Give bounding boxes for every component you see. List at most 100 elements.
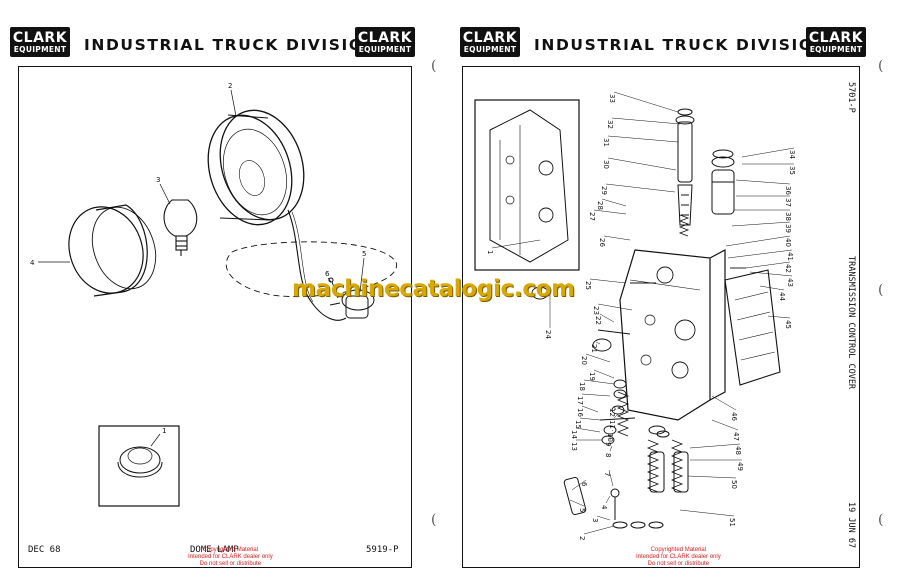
callout-48: 48	[734, 446, 742, 455]
callout-2: 2	[228, 82, 232, 90]
callout-4: 4	[600, 505, 608, 510]
callout-42: 42	[784, 264, 792, 273]
leader-line-5	[569, 499, 585, 507]
copyright-notice: Copyrighted Material Intended for CLARK …	[636, 547, 721, 567]
leader-line-48	[689, 443, 741, 449]
callout-39: 39	[784, 224, 792, 233]
leader-line-1	[491, 239, 541, 249]
callout-22: 22	[594, 316, 602, 325]
callout-12: 12	[608, 408, 616, 417]
callout-41: 41	[786, 252, 794, 261]
inset-valve-body	[474, 99, 580, 271]
leader-line-16	[581, 405, 599, 413]
clark-logo: CLARK EQUIPMENT	[460, 27, 520, 57]
leader-line-11	[613, 413, 619, 419]
callout-9: 9	[604, 442, 612, 446]
callout-6: 6	[580, 482, 588, 487]
callout-10: 10	[606, 433, 614, 442]
leader-line-42	[745, 261, 791, 269]
leader-line-10	[611, 429, 614, 432]
watermark: machinecatalogic.com	[292, 276, 575, 302]
leader-line-43	[749, 271, 793, 277]
callout-20: 20	[580, 356, 588, 365]
footer-date: DEC 68	[28, 545, 61, 555]
callout-47: 47	[732, 432, 740, 441]
leader-line-7	[608, 469, 614, 487]
callout-18: 18	[578, 382, 586, 391]
leader-line-17	[581, 393, 611, 397]
footer-page-number: 5919-P	[366, 545, 399, 555]
leader-line-36	[735, 179, 791, 185]
punch-hole-mark: (	[431, 282, 437, 298]
leader-line-34	[741, 147, 795, 158]
callout-36: 36	[784, 186, 792, 195]
leader-line-31	[607, 135, 679, 143]
leader-line-8	[609, 445, 613, 452]
callout-38: 38	[784, 212, 792, 221]
lower-springs	[616, 214, 690, 493]
leader-line-2	[583, 525, 615, 535]
callout-11: 11	[608, 420, 616, 429]
bottom-parts	[563, 425, 689, 529]
callout-35: 35	[788, 166, 796, 175]
leader-line-30	[607, 157, 677, 171]
callout-15: 15	[574, 420, 582, 429]
upper-spool-stack	[675, 108, 695, 226]
punch-hole-mark: (	[878, 58, 884, 74]
leader-line-4	[605, 495, 611, 504]
callout-19: 19	[588, 372, 596, 381]
leader-line-6	[571, 479, 587, 491]
callout-13: 13	[570, 442, 578, 451]
drawing-frame	[18, 66, 412, 568]
callout-3: 3	[591, 518, 599, 522]
leader-line-20	[585, 353, 611, 363]
lamp-housing	[207, 109, 305, 226]
lamp-bulb	[163, 199, 198, 256]
leader-line-3	[596, 515, 611, 521]
leader-line-51	[679, 509, 735, 517]
leader-line-47	[711, 419, 739, 431]
callout-33: 33	[608, 94, 616, 103]
dome-lamp-exploded-diagram: 1 2 3 4 5 6	[30, 82, 397, 507]
leader-line-14	[575, 427, 601, 433]
callout-29: 29	[600, 186, 608, 195]
leader-line-50	[687, 475, 737, 479]
leader-line-12	[613, 405, 617, 411]
callout-4: 4	[30, 259, 35, 267]
callout-25: 25	[584, 281, 592, 290]
leader-line-46	[711, 395, 737, 411]
callout-7: 7	[603, 472, 611, 476]
right-catalog-page: CLARK EQUIPMENT INDUSTRIAL TRUCK DIVISIO…	[450, 0, 900, 584]
leader-line-27	[593, 209, 627, 215]
leader-line-41	[727, 249, 793, 259]
callout-5: 5	[362, 250, 366, 258]
mount-outline	[225, 241, 397, 298]
clark-logo: CLARK EQUIPMENT	[10, 27, 70, 57]
punch-hole-mark: (	[431, 58, 437, 74]
right-callouts: 1234567891011121314151617181920212223242…	[486, 94, 796, 540]
punch-hole-mark: (	[878, 512, 884, 528]
clark-logo: CLARK EQUIPMENT	[355, 27, 415, 57]
leader-line-33	[613, 91, 679, 113]
leader-line-26	[603, 235, 631, 241]
callout-51: 51	[728, 518, 736, 527]
leader-line-28	[601, 198, 627, 207]
transmission-control-cover-exploded-diagram: 1234567891011121314151617181920212223242…	[474, 91, 796, 540]
leader-line-44	[759, 285, 785, 291]
leader-line-15	[579, 417, 601, 421]
callout-32: 32	[606, 120, 614, 129]
leader-line-40	[725, 235, 791, 247]
callout-43: 43	[786, 278, 794, 287]
leader-line-18	[583, 379, 615, 385]
callout-46: 46	[730, 412, 738, 421]
leader-line-25	[589, 278, 627, 284]
leader-line-19	[593, 369, 615, 379]
callout-5: 5	[578, 508, 586, 512]
callout-27: 27	[588, 212, 596, 221]
callout-49: 49	[736, 462, 744, 471]
callout-14: 14	[570, 430, 578, 439]
callout-50: 50	[730, 480, 738, 489]
callout-40: 40	[784, 238, 792, 247]
callout-1: 1	[486, 250, 494, 254]
lamp-wire	[287, 209, 347, 321]
